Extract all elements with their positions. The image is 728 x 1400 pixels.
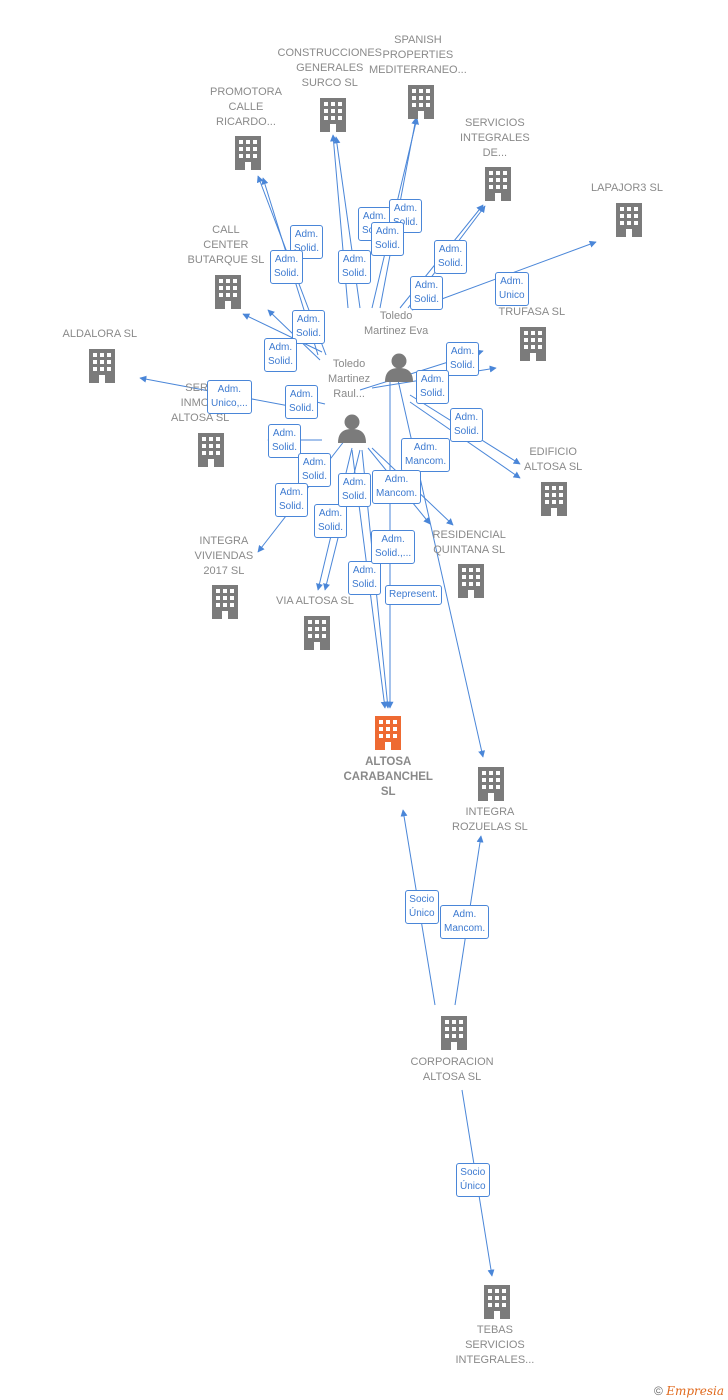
relation-badge[interactable]: Adm. Mancom.: [440, 905, 490, 939]
company-label-servicios_integrales[interactable]: SERVICIOS INTEGRALES DE...: [460, 117, 530, 159]
relation-badge[interactable]: Adm. Solid.: [416, 370, 450, 404]
relation-badge[interactable]: Adm. Solid.,...: [371, 530, 416, 564]
company-label-trufasa[interactable]: TRUFASA SL: [498, 306, 566, 318]
company-label-spanish[interactable]: SPANISH PROPERTIES MEDITERRANEO...: [369, 34, 467, 76]
company-label-construcciones[interactable]: CONSTRUCCIONES GENERALES SURCO SL: [277, 47, 383, 89]
relation-badge[interactable]: Adm. Solid.: [285, 385, 319, 419]
company-building-icon[interactable]: [320, 98, 346, 132]
company-label-lapajor3[interactable]: LAPAJOR3 SL: [591, 182, 663, 194]
company-label-aldalora[interactable]: ALDALORA SL: [62, 328, 138, 340]
company-label-promotora[interactable]: PROMOTORA CALLE RICARDO...: [210, 86, 282, 128]
company-building-icon[interactable]: [89, 349, 115, 383]
relation-badge[interactable]: Adm. Solid.: [264, 338, 298, 372]
company-building-icon[interactable]: [441, 1016, 467, 1050]
company-building-icon[interactable]: [520, 327, 546, 361]
person-label-raul[interactable]: Toledo Martinez Raul...: [328, 358, 371, 400]
company-building-icon[interactable]: [616, 203, 642, 237]
relation-badge[interactable]: Adm. Solid.: [338, 473, 372, 507]
company-building-icon[interactable]: [198, 433, 224, 467]
company-building-icon[interactable]: [541, 482, 567, 516]
relation-badge[interactable]: Adm. Unico: [495, 272, 529, 306]
relation-badge[interactable]: Represent.: [385, 585, 442, 605]
company-label-call_center[interactable]: CALL CENTER BUTARQUE SL: [187, 224, 265, 266]
relation-badge[interactable]: Adm. Solid.: [371, 222, 405, 256]
relation-badge[interactable]: Adm. Solid.: [298, 453, 332, 487]
relation-badge[interactable]: Socio Único: [405, 890, 439, 924]
footer: © Empresia: [654, 1384, 724, 1398]
person-label-eva[interactable]: Toledo Martinez Eva: [364, 310, 429, 337]
company-building-icon[interactable]: [215, 275, 241, 309]
person-icon[interactable]: [338, 414, 366, 444]
relation-badge[interactable]: Adm. Solid.: [275, 483, 309, 517]
copyright-symbol: ©: [654, 1384, 663, 1398]
company-building-icon[interactable]: [485, 167, 511, 201]
company-building-icon-focus[interactable]: [375, 716, 401, 750]
relation-badge[interactable]: Adm. Solid.: [314, 504, 348, 538]
company-label-integra_viviendas[interactable]: INTEGRA VIVIENDAS 2017 SL: [194, 535, 254, 577]
company-building-icon[interactable]: [212, 585, 238, 619]
nodes: [89, 85, 642, 1319]
relation-badge[interactable]: Adm. Solid.: [292, 310, 326, 344]
relation-badge[interactable]: Adm. Solid.: [338, 250, 372, 284]
relation-badge[interactable]: Socio Único: [456, 1163, 490, 1197]
relation-badge[interactable]: Adm. Solid.: [270, 250, 304, 284]
relation-badge[interactable]: Adm. Solid.: [268, 424, 302, 458]
company-label-corporacion[interactable]: CORPORACION ALTOSA SL: [410, 1056, 494, 1083]
company-label-edificio[interactable]: EDIFICIO ALTOSA SL: [524, 446, 583, 473]
relation-badge[interactable]: Adm. Mancom.: [372, 470, 422, 504]
company-label-altosa[interactable]: ALTOSA CARABANCHEL SL: [343, 756, 433, 798]
person-icon[interactable]: [385, 353, 413, 383]
relation-badge[interactable]: Adm. Solid.: [410, 276, 444, 310]
company-building-icon[interactable]: [304, 616, 330, 650]
company-building-icon[interactable]: [484, 1285, 510, 1319]
relation-badge[interactable]: Adm. Solid.: [446, 342, 480, 376]
company-label-via_altosa[interactable]: VIA ALTOSA SL: [276, 595, 354, 607]
company-label-tebas[interactable]: TEBAS SERVICIOS INTEGRALES...: [455, 1324, 535, 1366]
company-building-icon[interactable]: [478, 767, 504, 801]
relation-badge[interactable]: Adm. Unico,...: [207, 380, 252, 414]
company-building-icon[interactable]: [458, 564, 484, 598]
relation-badge[interactable]: Adm. Solid.: [450, 408, 484, 442]
relation-edge: [242, 313, 323, 353]
relation-badge[interactable]: Adm. Mancom.: [401, 438, 451, 472]
relation-badge[interactable]: Adm. Solid.: [348, 561, 382, 595]
company-building-icon[interactable]: [235, 136, 261, 170]
company-building-icon[interactable]: [408, 85, 434, 119]
company-label-residencial[interactable]: RESIDENCIAL QUINTANA SL: [432, 529, 506, 556]
brand-logo[interactable]: Empresia: [666, 1384, 724, 1398]
relation-badge[interactable]: Adm. Solid.: [434, 240, 468, 274]
company-label-integra_rozuelas[interactable]: INTEGRA ROZUELAS SL: [452, 806, 528, 833]
